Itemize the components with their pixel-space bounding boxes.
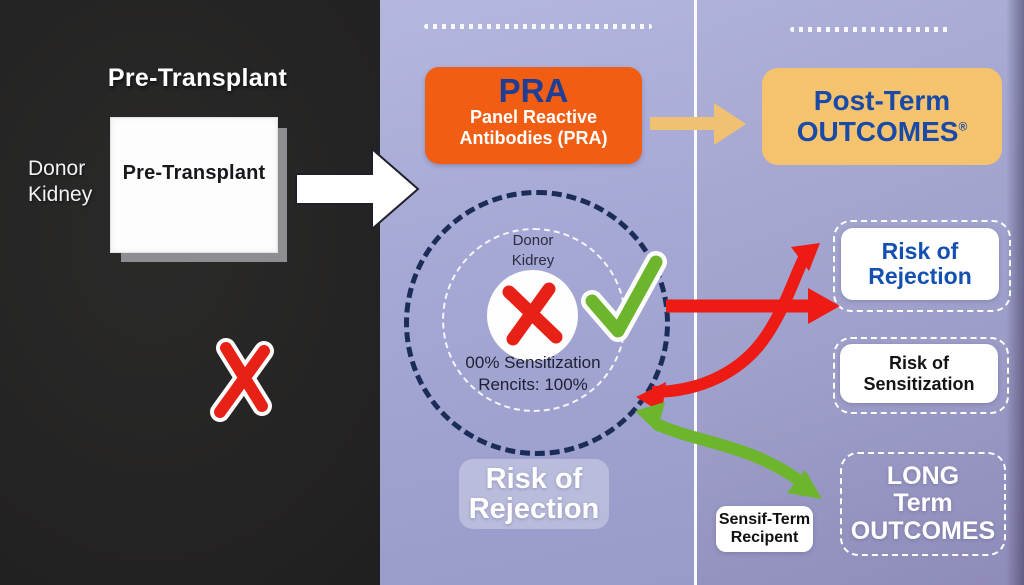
- pra-subtitle-line1: Panel Reactive: [469, 107, 598, 127]
- arrow-right-icon: [650, 117, 716, 130]
- pre-transplant-heading: Pre-Transplant: [107, 64, 288, 92]
- post-term-outcomes-box: Post-Term OUTCOMES®: [762, 68, 1002, 165]
- post-term-line1: Post-Term: [813, 84, 951, 116]
- registered-mark: ®: [958, 119, 968, 134]
- donor-kidney-line2: Kidney: [28, 183, 93, 207]
- risk-of-sensitization-dashed-frame: [833, 337, 1009, 414]
- pra-subtitle-line2: Antibodies (PRA): [459, 127, 608, 148]
- pre-transplant-box-label: Pre-Transplant: [122, 162, 266, 184]
- long-term-outcomes-box: LONG Term OUTCOMES: [840, 452, 1006, 556]
- risk-of-rejection-dashed-frame: [833, 220, 1011, 312]
- pre-transplant-box: Pre-Transplant: [110, 117, 278, 253]
- pre-transplant-panel: [0, 0, 380, 585]
- donor-kidney-label: Donor Kidney: [28, 156, 92, 209]
- arrow-right-icon: [714, 103, 746, 145]
- kidney-circle: [487, 270, 578, 361]
- right-edge-shading: [1006, 0, 1024, 585]
- risk-of-sensitization-card: Risk of Sensitization: [840, 344, 998, 403]
- risk-of-rejection-badge: Risk of Rejection: [459, 459, 609, 529]
- pra-acronym: PRA: [498, 72, 569, 109]
- donor-kidney-line1: Donor: [28, 157, 86, 180]
- dotted-line: [790, 27, 950, 32]
- sensitization-stat-line2: Rencits: 100%: [478, 375, 588, 395]
- sensitized-recipient-tag: Sensif-Term Recipent: [716, 506, 813, 552]
- pra-box: PRA Panel Reactive Antibodies (PRA): [425, 67, 642, 164]
- sensitization-stats: 00% Sensitization Rencits: 100%: [443, 352, 623, 396]
- post-term-line2: OUTCOMES®: [796, 115, 968, 147]
- sensitization-stat-line1: 00% Sensitization: [465, 353, 601, 372]
- risk-of-rejection-card: Risk of Rejection: [841, 228, 999, 300]
- dotted-line: [424, 24, 652, 29]
- circle-donor-label: Donor Kidrey: [511, 232, 555, 269]
- panel-divider: [694, 0, 697, 585]
